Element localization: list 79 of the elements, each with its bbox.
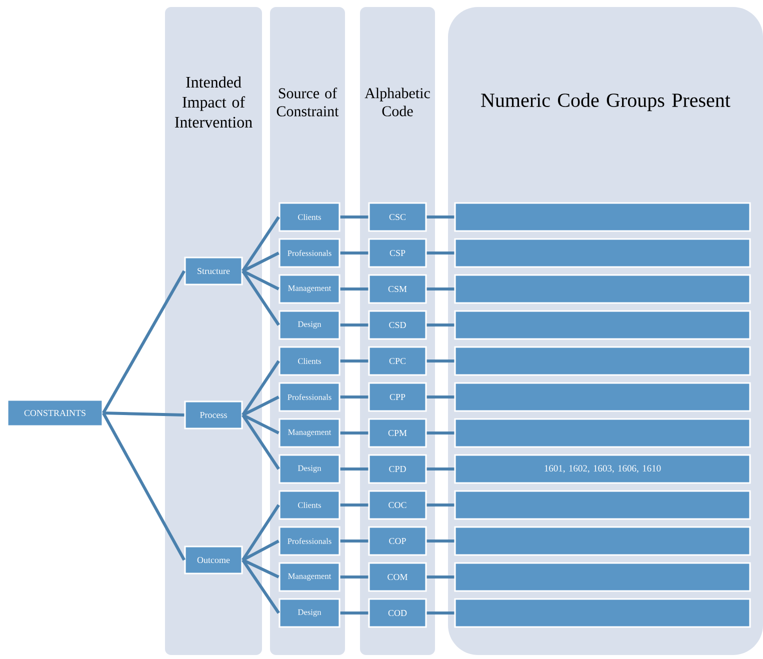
connector-line bbox=[426, 396, 454, 398]
code-group-bar bbox=[454, 346, 751, 376]
source-box: Design bbox=[278, 598, 340, 628]
root-box: CONSTRAINTS bbox=[6, 399, 104, 427]
connector-line bbox=[340, 324, 368, 326]
code-box: CSD bbox=[368, 310, 427, 340]
connector-line bbox=[426, 252, 454, 254]
source-box: Design bbox=[278, 454, 340, 484]
connector-line bbox=[426, 468, 454, 470]
code-group-bar: 1601, 1602, 1603, 1606, 1610 bbox=[454, 454, 751, 484]
source-box: Clients bbox=[278, 346, 340, 376]
category-box: Structure bbox=[184, 256, 243, 286]
connector-line bbox=[426, 540, 454, 542]
connector-line bbox=[242, 252, 280, 272]
connector-line bbox=[426, 612, 454, 614]
code-box: CPP bbox=[368, 382, 427, 412]
connector-line bbox=[426, 360, 454, 362]
connector-line bbox=[102, 270, 186, 414]
code-group-bar bbox=[454, 382, 751, 412]
source-box: Clients bbox=[278, 202, 340, 232]
connector-line bbox=[340, 360, 368, 362]
category-box: Outcome bbox=[184, 546, 243, 574]
source-box: Professionals bbox=[278, 382, 340, 412]
connector-line bbox=[340, 288, 368, 290]
connector-line bbox=[242, 414, 280, 434]
source-box: Management bbox=[278, 562, 340, 592]
connector-line bbox=[340, 540, 368, 542]
code-box: COM bbox=[368, 562, 427, 592]
connector-line bbox=[340, 432, 368, 434]
source-box: Professionals bbox=[278, 526, 340, 556]
connector-line bbox=[426, 324, 454, 326]
connector-line bbox=[340, 504, 368, 506]
connector-line bbox=[242, 216, 280, 272]
connector-line bbox=[242, 396, 280, 416]
connector-line bbox=[242, 270, 280, 290]
connector-line bbox=[340, 576, 368, 578]
connector-line bbox=[242, 414, 280, 470]
connector-line bbox=[426, 432, 454, 434]
connector-line bbox=[340, 216, 368, 218]
code-group-bar bbox=[454, 418, 751, 448]
code-group-bar bbox=[454, 562, 751, 592]
code-box: CSC bbox=[368, 202, 427, 232]
connector-line bbox=[242, 540, 280, 562]
code-box: CPD bbox=[368, 454, 427, 484]
code-group-bar bbox=[454, 310, 751, 340]
code-group-bar bbox=[454, 202, 751, 232]
connector-line bbox=[103, 412, 184, 416]
code-box: COD bbox=[368, 598, 427, 628]
connector-line bbox=[426, 216, 454, 218]
code-group-bar bbox=[454, 238, 751, 268]
code-box: CSP bbox=[368, 238, 427, 268]
connector-line bbox=[340, 612, 368, 614]
code-box: CPC bbox=[368, 346, 427, 376]
code-group-bar bbox=[454, 490, 751, 520]
connector-line bbox=[102, 412, 186, 561]
connector-line bbox=[340, 252, 368, 254]
code-box: COP bbox=[368, 526, 427, 556]
source-box: Professionals bbox=[278, 238, 340, 268]
source-box: Management bbox=[278, 418, 340, 448]
source-box: Design bbox=[278, 310, 340, 340]
connector-line bbox=[426, 504, 454, 506]
source-box: Clients bbox=[278, 490, 340, 520]
code-group-bar bbox=[454, 274, 751, 304]
source-box: Management bbox=[278, 274, 340, 304]
connector-line bbox=[340, 396, 368, 398]
connector-line bbox=[242, 559, 280, 614]
code-group-bar bbox=[454, 598, 751, 628]
connector-line bbox=[426, 576, 454, 578]
connector-line bbox=[340, 468, 368, 470]
code-box: CPM bbox=[368, 418, 427, 448]
connector-line bbox=[242, 504, 280, 561]
code-group-bar bbox=[454, 526, 751, 556]
connector-line bbox=[242, 558, 280, 578]
code-box: COC bbox=[368, 490, 427, 520]
code-box: CSM bbox=[368, 274, 427, 304]
connector-line bbox=[242, 270, 280, 326]
connector-line bbox=[426, 288, 454, 290]
connector-line bbox=[242, 360, 280, 416]
category-box: Process bbox=[184, 400, 243, 430]
